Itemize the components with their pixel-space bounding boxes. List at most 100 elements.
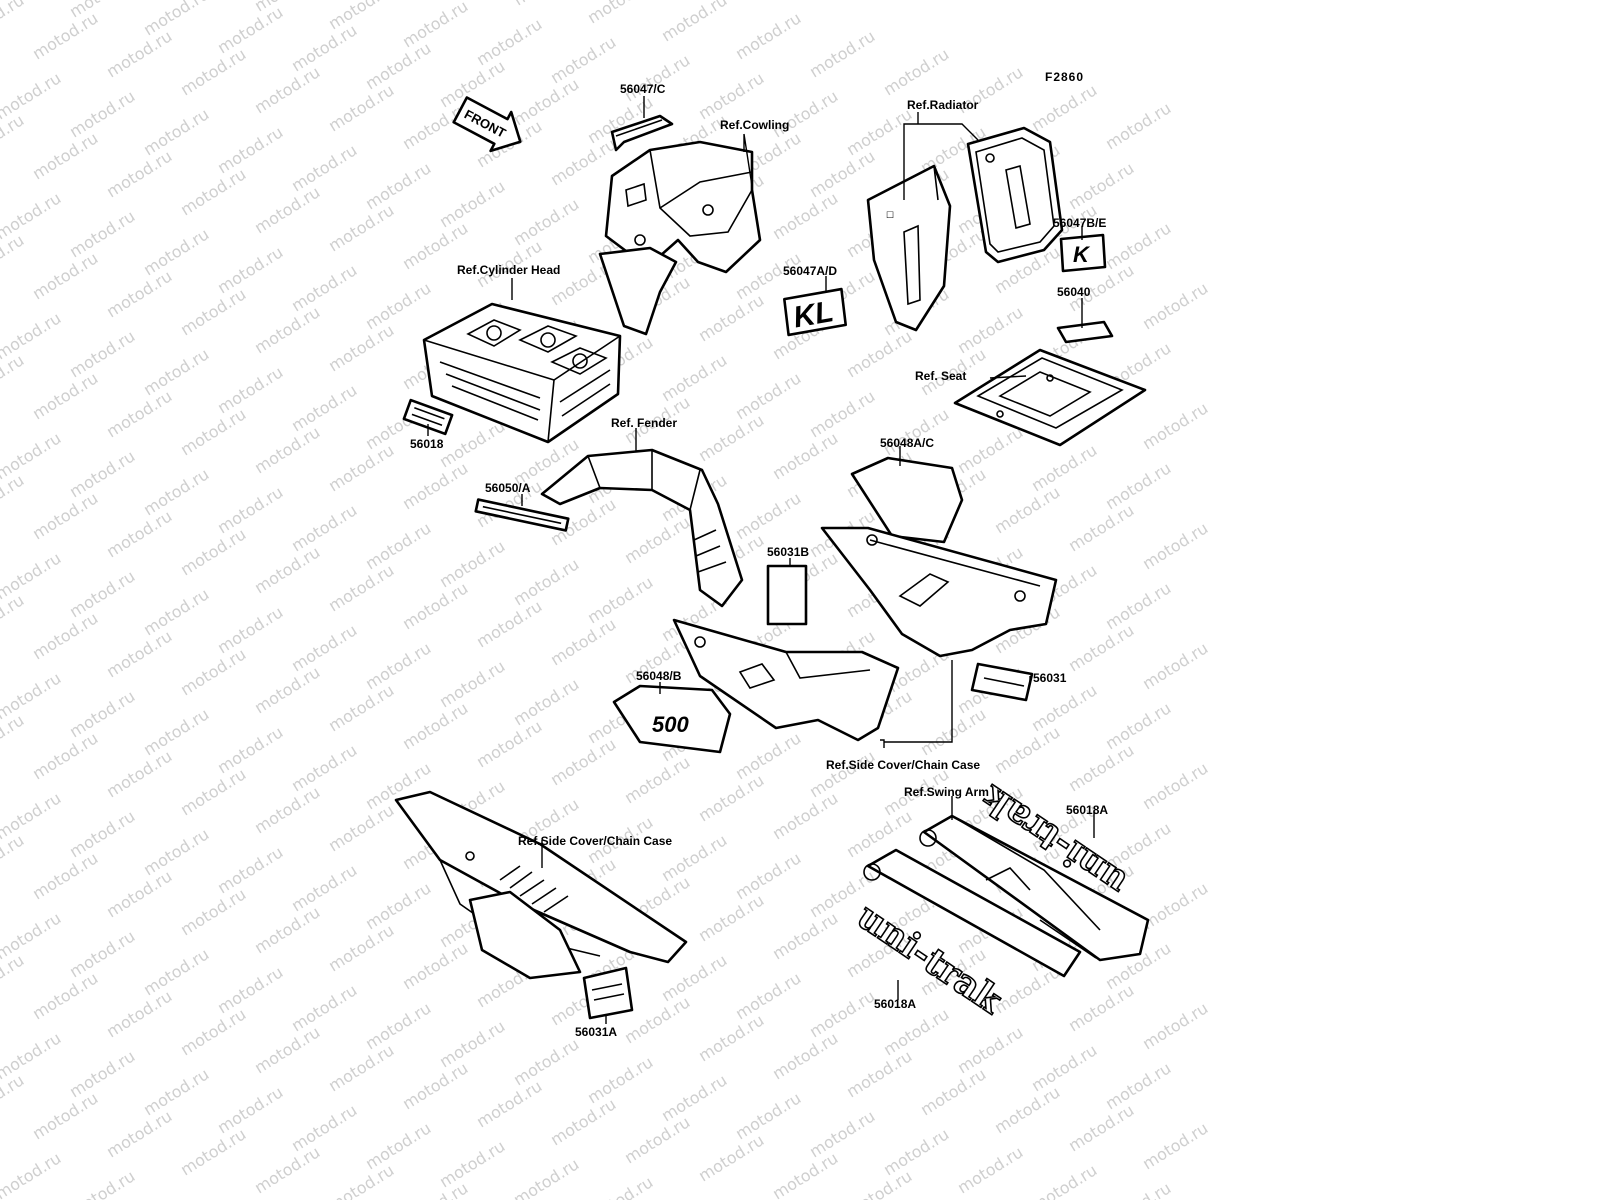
label-56018: 56018: [410, 437, 444, 451]
watermark-text: motod.ru: [140, 104, 212, 159]
watermark-text: motod.ru: [177, 884, 249, 939]
watermark-text: motod.ru: [66, 686, 138, 741]
watermark-text: motod.ru: [362, 38, 434, 93]
watermark-text: motod.ru: [843, 326, 915, 381]
svg-text:☐: ☐: [886, 210, 894, 220]
watermark-text: motod.ru: [103, 746, 175, 801]
watermark-text: motod.ru: [584, 572, 656, 627]
watermark-text: motod.ru: [473, 14, 545, 69]
watermark-text: motod.ru: [103, 266, 175, 321]
watermark-text: motod.ru: [66, 926, 138, 981]
watermark-text: motod.ru: [399, 458, 471, 513]
watermark-text: motod.ru: [621, 512, 693, 567]
watermark-text: motod.ru: [769, 86, 841, 141]
watermark-text: motod.ru: [510, 554, 582, 609]
label-ref-cylinder-head: Ref.Cylinder Head: [457, 263, 560, 277]
watermark-text: motod.ru: [29, 128, 101, 183]
watermark-text: motod.ru: [1065, 620, 1137, 675]
label-56047ad: 56047A/D: [783, 264, 837, 278]
k-badge-text: K: [1073, 242, 1091, 267]
watermark-text: motod.ru: [769, 1028, 841, 1083]
watermark-text: motod.ru: [806, 1106, 878, 1161]
watermark-text: motod.ru: [29, 968, 101, 1023]
watermark-text: motod.ru: [1102, 218, 1174, 273]
watermark-text: motod.ru: [584, 1052, 656, 1107]
watermark-text: motod.ru: [140, 224, 212, 279]
watermark-text: motod.ru: [251, 1022, 323, 1077]
watermark-text: motod.ru: [140, 944, 212, 999]
watermark-text: motod.ru: [436, 656, 508, 711]
watermark-text: motod.ru: [66, 1166, 138, 1200]
watermark-text: motod.ru: [769, 428, 841, 483]
k-badge-decal: K: [1059, 233, 1107, 273]
watermark-text: motod.ru: [399, 578, 471, 633]
watermark-text: motod.ru: [29, 608, 101, 663]
label-ref-side-cover-1: Ref.Side Cover/Chain Case: [826, 758, 980, 772]
watermark-text: motod.ru: [510, 1154, 582, 1200]
watermark-text: motod.ru: [1139, 758, 1211, 813]
label-56031a: 56031A: [575, 1025, 617, 1039]
watermark-text: motod.ru: [251, 662, 323, 717]
watermark-text: motod.ru: [399, 698, 471, 753]
label-56048ac: 56048A/C: [880, 436, 934, 450]
watermark-text: motod.ru: [806, 746, 878, 801]
watermark-text: motod.ru: [177, 284, 249, 339]
watermark-text: motod.ru: [658, 0, 730, 45]
watermark-text: motod.ru: [621, 752, 693, 807]
watermark-text: motod.ru: [325, 680, 397, 735]
watermark-text: motod.ru: [325, 80, 397, 135]
watermark-text: motod.ru: [1065, 158, 1137, 213]
watermark-text: motod.ru: [288, 1100, 360, 1155]
watermark-text: motod.ru: [288, 620, 360, 675]
watermark-text: motod.ru: [325, 920, 397, 975]
watermark-text: motod.ru: [288, 500, 360, 555]
watermark-text: motod.ru: [288, 980, 360, 1035]
watermark-text: motod.ru: [288, 140, 360, 195]
watermark-text: motod.ru: [880, 44, 952, 99]
label-ref-side-cover-2: Ref.Side Cover/Chain Case: [518, 834, 672, 848]
watermark-text: motod.ru: [695, 890, 767, 945]
kl-logo-decal: KL: [782, 287, 848, 337]
watermark-text: motod.ru: [695, 68, 767, 123]
watermark-text: motod.ru: [29, 248, 101, 303]
watermark-text: motod.ru: [510, 0, 582, 9]
watermark-text: motod.ru: [140, 344, 212, 399]
watermark-text: motod.ru: [769, 188, 841, 243]
watermark-text: motod.ru: [806, 26, 878, 81]
watermark-text: motod.ru: [436, 536, 508, 591]
label-56047be: 56047B/E: [1053, 216, 1106, 230]
watermark-text: motod.ru: [584, 1172, 656, 1200]
watermark-text: motod.ru: [1065, 980, 1137, 1035]
watermark-text: motod.ru: [658, 350, 730, 405]
watermark-text: motod.ru: [1139, 638, 1211, 693]
seat: [953, 348, 1147, 447]
watermark-text: motod.ru: [0, 950, 27, 1005]
watermark-text: motod.ru: [769, 1148, 841, 1200]
watermark-text: motod.ru: [1028, 1160, 1100, 1200]
watermark-text: motod.ru: [695, 410, 767, 465]
watermark-text: motod.ru: [1065, 500, 1137, 555]
watermark-text: motod.ru: [843, 1046, 915, 1101]
watermark-text: motod.ru: [362, 518, 434, 573]
watermark-text: motod.ru: [103, 26, 175, 81]
watermark-text: motod.ru: [954, 1142, 1026, 1197]
watermark-text: motod.ru: [1139, 878, 1211, 933]
watermark-text: motod.ru: [214, 122, 286, 177]
watermark-text: motod.ru: [1065, 740, 1137, 795]
watermark-text: motod.ru: [399, 938, 471, 993]
watermark-text: motod.ru: [66, 86, 138, 141]
watermark-text: motod.ru: [399, 1058, 471, 1113]
watermark-text: motod.ru: [140, 0, 212, 39]
watermark-text: motod.ru: [1139, 398, 1211, 453]
watermark-text: motod.ru: [29, 848, 101, 903]
watermark-text: motod.ru: [991, 482, 1063, 537]
watermark-text: motod.ru: [0, 0, 27, 45]
watermark-text: motod.ru: [103, 986, 175, 1041]
watermark-text: motod.ru: [695, 1130, 767, 1185]
watermark-text: motod.ru: [732, 968, 804, 1023]
watermark-text: motod.ru: [1102, 458, 1174, 513]
watermark-text: motod.ru: [177, 524, 249, 579]
watermark-text: motod.ru: [140, 584, 212, 639]
watermark-text: motod.ru: [843, 806, 915, 861]
watermark-text: motod.ru: [103, 626, 175, 681]
